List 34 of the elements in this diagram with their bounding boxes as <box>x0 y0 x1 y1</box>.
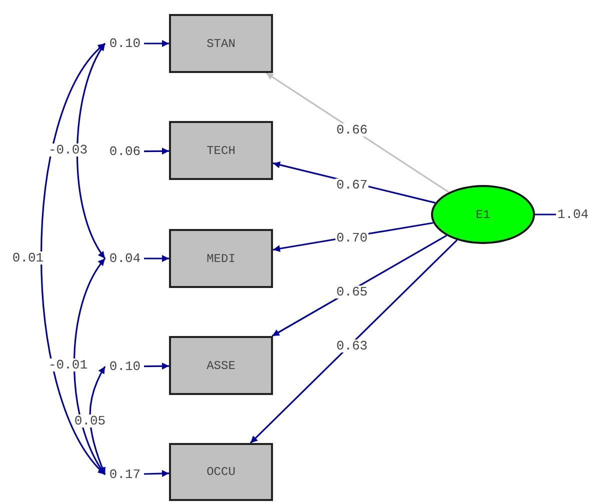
edge-label: 0.70 <box>335 232 369 244</box>
arrow <box>144 40 169 47</box>
arrow <box>272 234 447 337</box>
arrow <box>144 255 169 262</box>
variable-box: TECH <box>169 121 273 180</box>
variable-box: OCCU <box>169 443 273 501</box>
value-text: 1.04 <box>556 207 590 222</box>
edge-label: 0.65 <box>335 286 369 298</box>
value-text: 0.10 <box>106 36 144 51</box>
covariance-arrow <box>76 43 106 259</box>
edge-label: -0.03 <box>48 144 88 156</box>
covariance-arrow <box>40 42 106 476</box>
variable-box: ASSE <box>169 336 273 395</box>
edge-label: 0.66 <box>335 124 369 136</box>
latent-ellipse: E1 <box>431 185 535 244</box>
arrow <box>250 239 458 444</box>
variable-box: STAN <box>169 14 273 73</box>
value-text: 0.06 <box>106 144 144 159</box>
edge-label: 0.01 <box>11 252 45 264</box>
arrow <box>144 470 170 478</box>
edge-label: 0.05 <box>73 414 107 428</box>
arrow <box>144 362 169 370</box>
covariance-arrow <box>73 258 106 475</box>
arrow <box>144 148 169 155</box>
variable-box: MEDI <box>169 229 273 288</box>
value-text: 0.17 <box>106 467 144 482</box>
covariance-arrow <box>89 366 106 475</box>
value-text: 0.04 <box>106 251 144 266</box>
edge-label: -0.01 <box>48 358 88 372</box>
line <box>535 214 556 216</box>
edge-label: 0.63 <box>335 340 369 352</box>
edge-label: 0.67 <box>335 178 369 192</box>
value-text: 0.10 <box>106 359 144 374</box>
arrow <box>266 72 450 193</box>
